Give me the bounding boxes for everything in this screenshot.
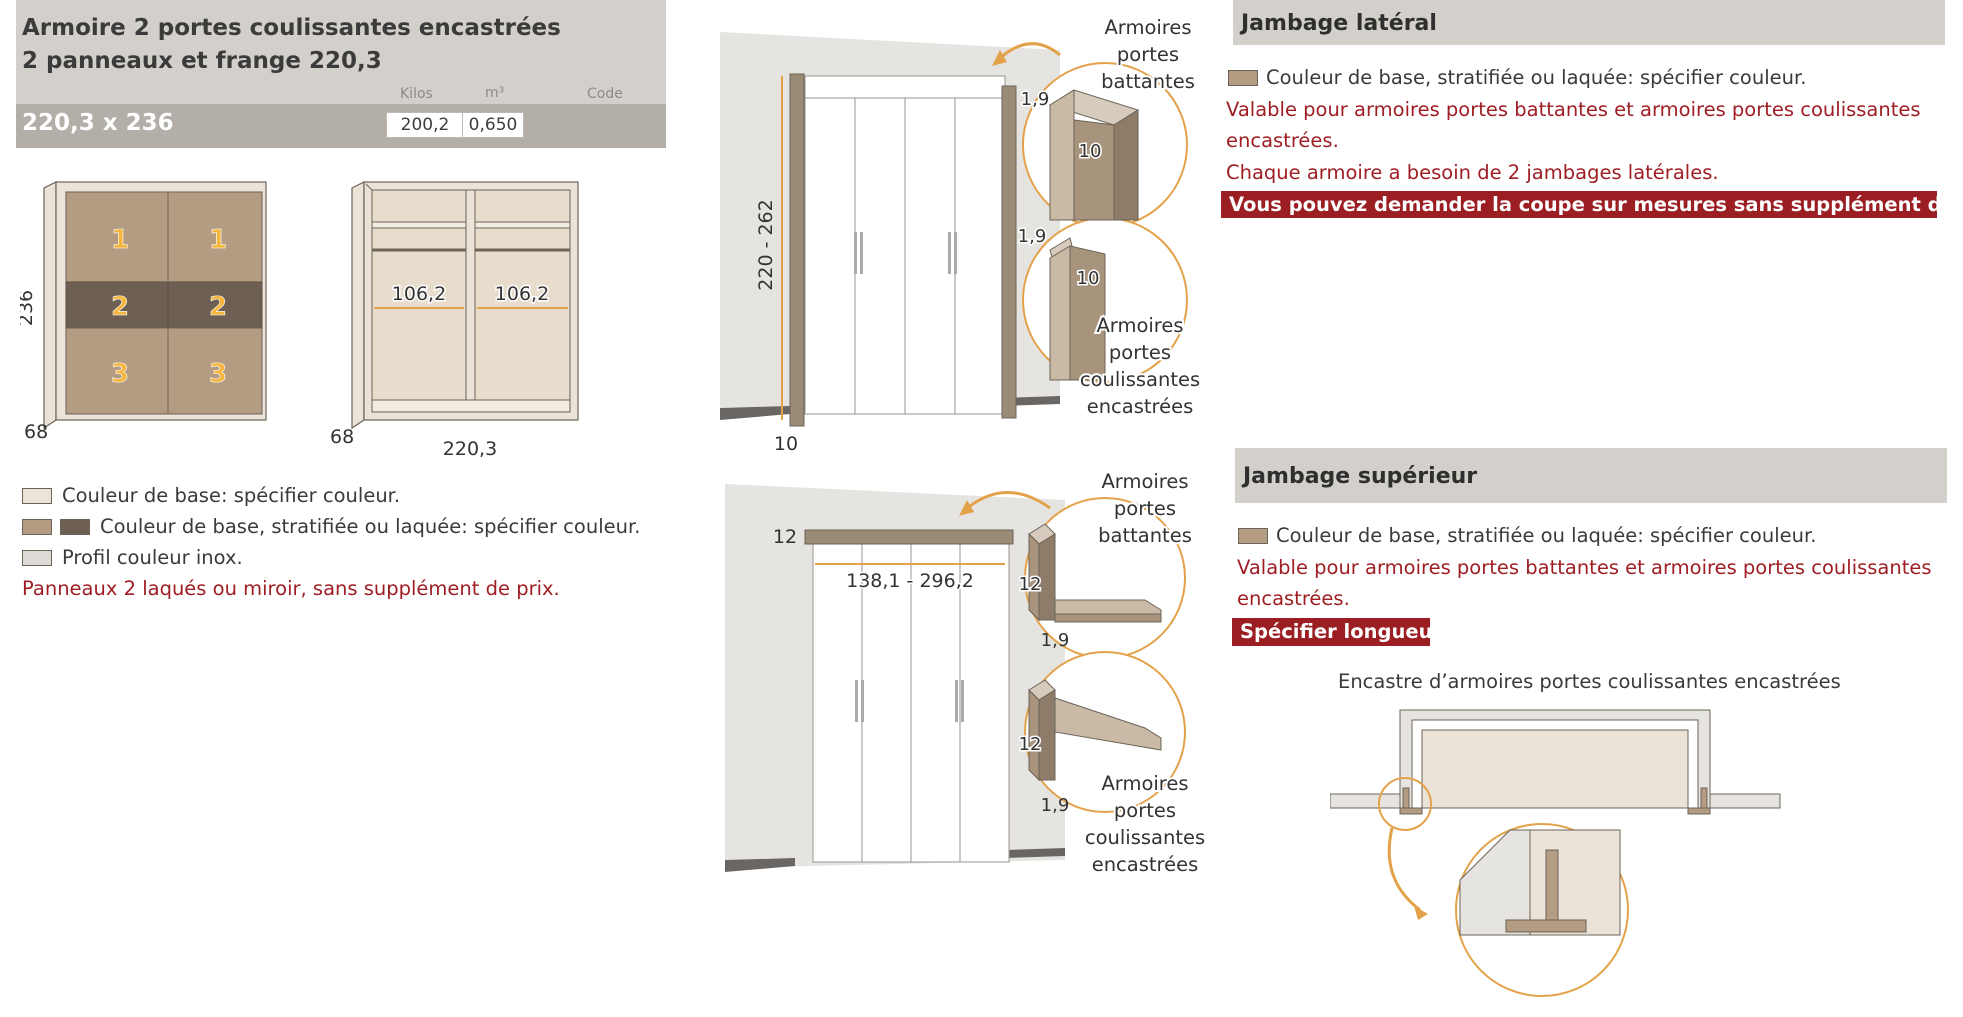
panel-number: 2 — [111, 292, 129, 322]
lateral-swatch-text: Couleur de base, stratifiée ou laquée: s… — [1266, 66, 1807, 89]
superieur-red-1a: Valable pour armoires portes battantes e… — [1237, 556, 1932, 579]
product-dimensions: 220,3 x 236 — [22, 110, 174, 136]
lateral-thickness-label: 10 — [774, 433, 798, 455]
lateral-detail1-a: 1,9 — [1021, 89, 1050, 110]
wardrobe-interior-view: 106,2 106,2 68 220,3 — [330, 181, 579, 460]
lateral-detail2-a: 1,9 — [1018, 226, 1047, 247]
code-header: Code — [587, 86, 623, 102]
legend-item-2: Couleur de base, stratifiée ou laquée: s… — [100, 515, 641, 538]
interior-depth-label: 68 — [330, 426, 354, 448]
legend-item-3: Profil couleur inox. — [62, 546, 243, 569]
m3-header: m³ — [485, 85, 505, 101]
wardrobe-front-view: 1 1 2 2 3 3 236 68 — [20, 181, 267, 443]
lateral-red-2: Chaque armoire a besoin de 2 jambages la… — [1226, 161, 1719, 184]
product-header — [16, 0, 666, 104]
superieur-swatch-text: Couleur de base, stratifiée ou laquée: s… — [1276, 524, 1817, 547]
recess-inset-diagram — [1330, 709, 1781, 997]
left-width-label: 106,2 — [392, 283, 446, 305]
inox-swatch — [22, 550, 52, 566]
lateral-red-1b: encastrées. — [1226, 129, 1339, 152]
depth-label: 68 — [24, 421, 48, 443]
lateral-height-label: 220 - 262 — [755, 199, 777, 290]
product-title-line1: Armoire 2 portes coulissantes encastrées — [22, 15, 561, 41]
panel-number: 3 — [111, 359, 129, 389]
lateral-detail2-b: 10 — [1077, 268, 1100, 289]
interior-width-label: 220,3 — [443, 438, 497, 460]
jambage-lateral-heading: Jambage latéral — [1233, 0, 1945, 45]
panel-number: 3 — [209, 359, 227, 389]
jambage-superieur-heading: Jambage supérieur — [1235, 448, 1947, 503]
product-header-dark-band — [16, 104, 666, 148]
superieur-red-1b: encastrées. — [1237, 587, 1350, 610]
legend-note: Panneaux 2 laqués ou miroir, sans supplé… — [22, 577, 560, 600]
top-detail1-a: 12 — [1019, 574, 1042, 595]
dark-panel-swatch — [60, 519, 90, 535]
kilos-value: 200,2 — [386, 112, 464, 138]
superieur-highlight: Spécifier longueur. — [1232, 618, 1447, 646]
top-detail1-b: 1,9 — [1041, 630, 1070, 651]
panel-number: 1 — [111, 225, 129, 255]
top-width-label: 138,1 - 296,2 — [846, 570, 974, 592]
superieur-swatch — [1238, 528, 1268, 544]
lateral-red-1a: Valable pour armoires portes battantes e… — [1226, 98, 1921, 121]
right-width-label: 106,2 — [495, 283, 549, 305]
panel-number: 1 — [209, 225, 227, 255]
m3-value: 0,650 — [462, 112, 524, 138]
height-label: 236 — [20, 290, 37, 326]
top-detail2-a: 12 — [1019, 734, 1042, 755]
product-title-line2: 2 panneaux et frange 220,3 — [22, 48, 382, 74]
light-panel-swatch — [22, 519, 52, 535]
top-thickness-label: 12 — [773, 526, 797, 548]
lateral-swatch — [1228, 70, 1258, 86]
lateral-highlight: Vous pouvez demander la coupe sur mesure… — [1221, 191, 1963, 218]
kilos-header: Kilos — [400, 86, 433, 102]
panel-number: 2 — [209, 292, 227, 322]
base-color-swatch — [22, 488, 52, 504]
legend-item-1: Couleur de base: spécifier couleur. — [62, 484, 401, 507]
lateral-detail1-b: 10 — [1079, 141, 1102, 162]
inset-caption: Encastre d’armoires portes coulissantes … — [1338, 670, 1841, 693]
top-detail2-b: 1,9 — [1041, 795, 1070, 816]
